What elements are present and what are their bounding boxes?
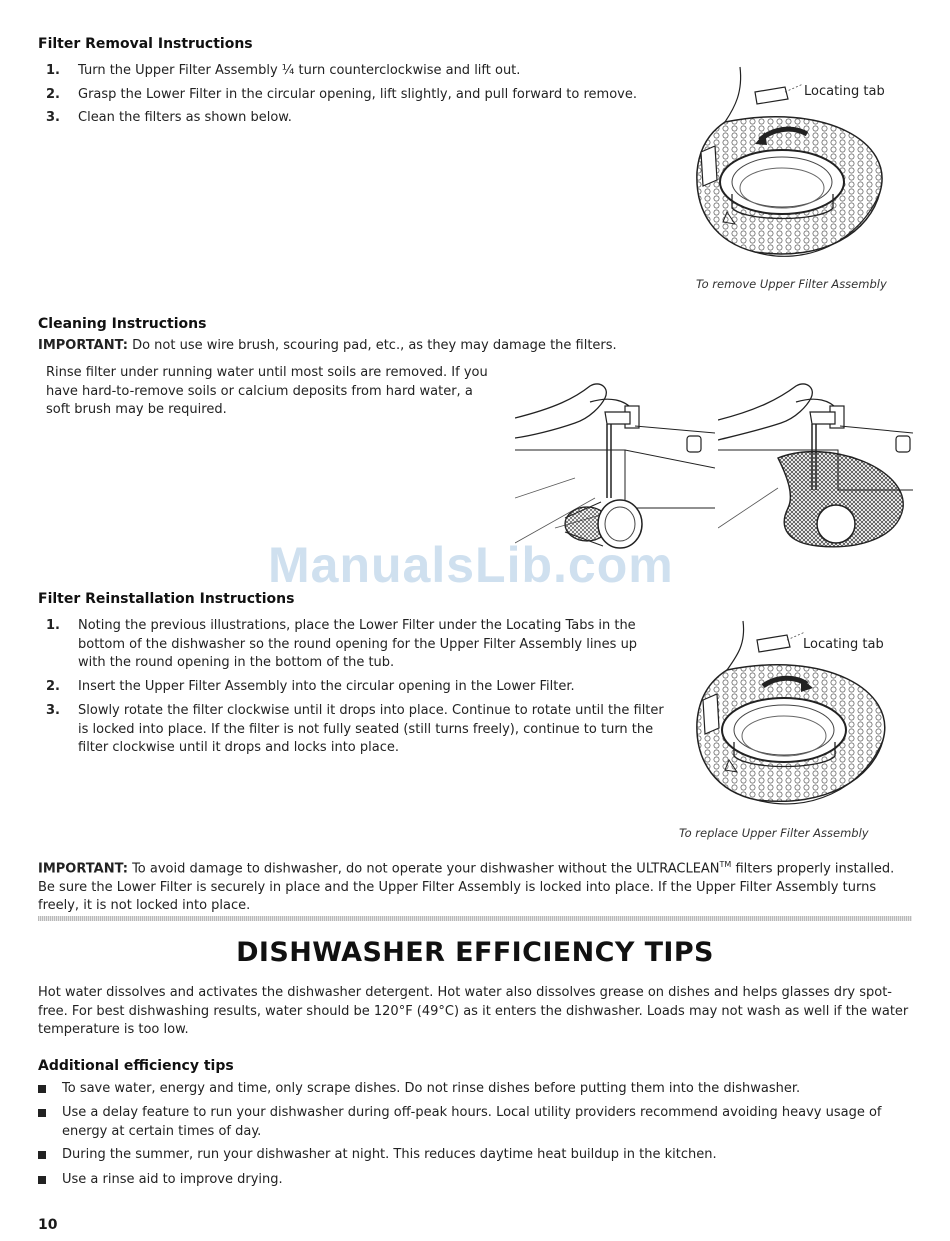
filter-replace-illustration	[696, 620, 886, 805]
reinstall-heading: Filter Reinstallation Instructions	[38, 591, 295, 607]
rinse-upper-filter-illustration	[515, 383, 715, 549]
efficiency-title: DISHWASHER EFFICIENCY TIPS	[236, 937, 714, 968]
removal-locating-tab-label: Locating tab	[804, 84, 885, 99]
removal-caption: To remove Upper Filter Assembly	[696, 277, 887, 291]
cleaning-body: Rinse filter under running water until m…	[46, 365, 488, 417]
watermark: ManualsLib.com	[268, 537, 674, 593]
bullet-icon	[38, 1085, 46, 1093]
efficiency-intro: Hot water dissolves and activates the di…	[38, 985, 909, 1037]
rinse-lower-filter-illustration	[718, 383, 913, 548]
bullet-icon	[38, 1109, 46, 1117]
efficiency-subheading: Additional efficiency tips	[38, 1058, 234, 1074]
bullet-icon	[38, 1176, 46, 1184]
cleaning-heading: Cleaning Instructions	[38, 316, 207, 332]
reinstall-locating-tab-label: Locating tab	[803, 637, 884, 652]
cleaning-important: IMPORTANT: Do not use wire brush, scouri…	[38, 338, 617, 353]
page-number: 10	[38, 1217, 58, 1233]
removal-heading: Filter Removal Instructions	[38, 36, 253, 52]
filter-removal-illustration	[696, 66, 883, 257]
bullet-icon	[38, 1151, 46, 1159]
section-divider	[38, 916, 912, 921]
reinstall-caption: To replace Upper Filter Assembly	[679, 826, 869, 840]
important-note: IMPORTANT: To avoid damage to dishwasher…	[38, 860, 895, 914]
